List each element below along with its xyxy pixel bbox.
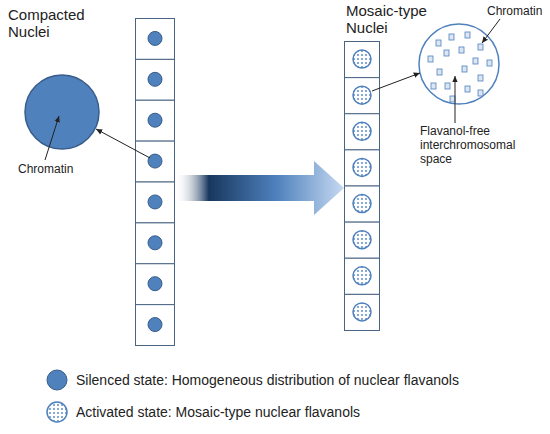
chromatin-block [487,60,492,66]
mosaic-nucleus [353,303,371,321]
cell [345,222,380,258]
chromatin-block [450,96,455,102]
chromatin-block [478,44,483,50]
cell [345,258,380,294]
chromatin-block [478,90,483,96]
legend: Silenced state: Homogeneous distribution… [44,364,459,428]
transition-arrow [175,161,344,215]
chromatin-block [478,75,483,81]
legend-swatch-box [44,367,70,393]
mosaic-nucleus [353,122,371,140]
cell [136,141,175,182]
leader-line [482,19,500,43]
cell [136,305,175,346]
compacted-nucleus [148,72,162,86]
cell [136,182,175,223]
cell [345,186,380,222]
cell [136,264,175,305]
cell [136,100,175,141]
chromatin-block [436,40,441,46]
chromatin-block [444,50,449,56]
leader-line [45,116,59,160]
mosaic-nucleus-magnified [419,24,499,104]
cell-column [135,18,175,345]
chromatin-block [445,83,450,89]
mosaic-nucleus [353,231,371,249]
chromatin-block [473,58,478,64]
chromatin-block [428,56,433,62]
nucleus-column: Mosaic-type Nuclei [344,41,380,330]
cell [136,19,175,60]
mosaic-nucleus [353,158,371,176]
callout-label: Chromatin [18,162,88,176]
chromatin-block [449,34,454,40]
chromatin-block [465,86,470,92]
legend-text: Silenced state: Homogeneous distribution… [76,372,459,388]
chromatin-block [459,47,464,53]
cell [136,59,175,100]
mosaic-nucleus [353,267,371,285]
mosaic-nucleus [353,50,371,68]
compacted-nucleus [148,318,162,332]
cell [345,294,380,330]
compacted-nucleus [148,113,162,127]
callout-label: Flavanol-free interchromosomal space [420,124,532,166]
compacted-nucleus [148,154,162,168]
callout-label: Chromatin [487,4,549,18]
leader-line [455,76,456,123]
column-heading: Mosaic-type Nuclei [346,2,434,36]
cell [345,78,380,114]
chromatin-block [462,66,467,72]
mosaic-swatch [47,402,67,422]
legend-row: Silenced state: Homogeneous distribution… [44,364,459,396]
compacted-nucleus-magnified [25,75,99,149]
cell [136,223,175,264]
compacted-nucleus [148,236,162,250]
cell [345,114,380,150]
cell [345,42,380,78]
cell-column [344,41,380,330]
chromatin-block [431,83,436,89]
mosaic-nucleus [353,195,371,213]
column-heading: Compacted Nuclei [8,6,96,40]
nucleus-column: Compacted Nuclei [135,18,175,345]
legend-row: Activated state: Mosaic-type nuclear fla… [44,396,459,428]
compacted-nucleus [148,195,162,209]
chromatin-block [465,32,470,38]
chromatin-block [437,69,442,75]
compacted-nucleus [148,277,162,291]
mosaic-nucleus [353,86,371,104]
legend-swatch [47,370,67,390]
cell [345,150,380,186]
compacted-nucleus [148,31,162,45]
legend-text: Activated state: Mosaic-type nuclear fla… [76,404,360,420]
legend-swatch-box [44,399,70,425]
chromatin-blocks [428,32,492,102]
